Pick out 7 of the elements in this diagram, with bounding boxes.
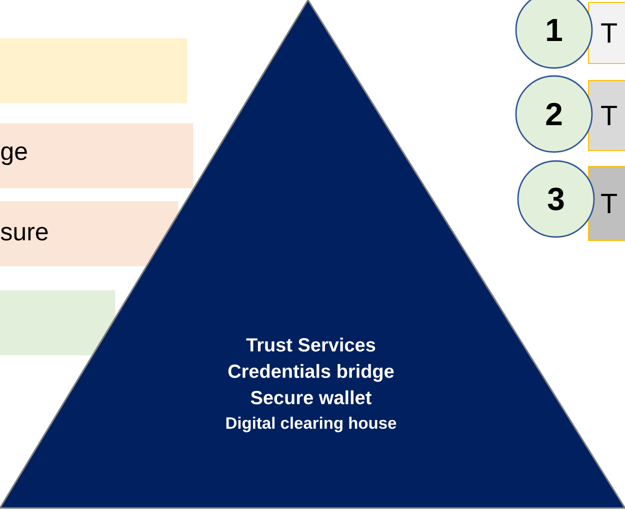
band [0, 38, 188, 104]
label-box: T [588, 2, 625, 64]
label-box: T [588, 80, 625, 151]
band: ge [0, 123, 194, 188]
band [0, 290, 116, 356]
label-box: T [588, 166, 625, 241]
band: sure [0, 201, 178, 266]
